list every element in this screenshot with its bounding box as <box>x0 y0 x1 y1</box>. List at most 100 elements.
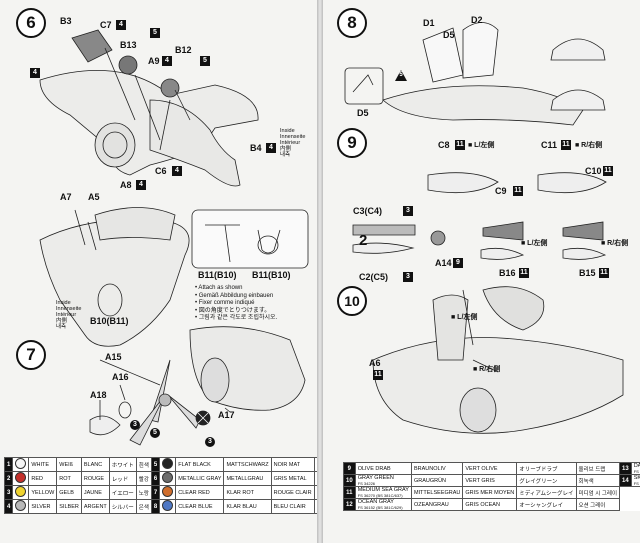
part-label-b11-b10-a: B11(B10) <box>198 270 237 280</box>
part-label-a6: A6 <box>369 358 381 368</box>
paint-en-name: SKY <box>633 475 640 481</box>
paint-number: 6 <box>150 471 161 486</box>
part-label-c9: C9 <box>495 186 507 196</box>
paint-name-jp: オリーブドラブ <box>516 462 577 475</box>
part-label-c3-c4: C3(C4) <box>353 206 383 216</box>
paint-fs-code: FS 36152 (BS 381C/629) <box>357 505 403 510</box>
left-page: 6 7 B3 C7 B13 A9 B12 C6 A8 B4 A7 A5 B10(… <box>0 0 317 543</box>
part-label-d2: D2 <box>471 15 483 25</box>
part-label-b12: B12 <box>175 45 192 55</box>
paint-name-de: GELB <box>56 485 82 500</box>
paint-name-en: RED <box>28 471 58 486</box>
paint-name-kr: 올리브 드랩 <box>575 462 621 475</box>
right-side-label-a: ■ R/右側 <box>575 142 603 149</box>
part-label-b13: B13 <box>120 40 137 50</box>
paint-badge-c9: 11 <box>513 186 523 196</box>
paint-name-fr: VERT GRIS <box>462 474 518 487</box>
paint-badge-c6: 4 <box>172 166 182 176</box>
part-label-b10-b11: B10(B11) <box>90 316 129 326</box>
paint-fs-code: FS 36270 (BS 381C/637) <box>357 493 403 498</box>
paint-name-de: KLAR ROT <box>223 485 272 500</box>
paint-swatch <box>12 471 30 486</box>
part-label-b4: B4 <box>250 143 262 153</box>
paint-fs-code: FS 34504 (BS 381C/210) <box>633 481 640 486</box>
paint-name-en: YELLOW <box>28 485 58 500</box>
paint-name-jp: レッド <box>108 471 137 486</box>
paint-number: 12 <box>343 498 356 511</box>
paint-name-kr: 회녹색 <box>575 474 621 487</box>
paint-swatch <box>12 485 30 500</box>
paint-swatch-dot <box>15 500 27 511</box>
paint-badge-b13: 5 <box>150 28 160 38</box>
attach-as-shown-note: • Attach as shown• Gemäß Abbildung einba… <box>195 285 278 321</box>
paint-name-en: CLEAR RED <box>175 485 225 500</box>
paint-fs-code: FS 34226 <box>357 481 376 486</box>
part-label-b11-b10-b: B11(B10) <box>252 270 291 280</box>
part-label-a7: A7 <box>60 192 72 202</box>
paint-name-fr: GRIS METAL <box>270 471 315 486</box>
paint-number: 8 <box>150 499 161 514</box>
paint-name-de: MITTELSEEGRAU <box>410 486 464 499</box>
part-label-a17: A17 <box>218 410 235 420</box>
step-number-6: 6 <box>16 8 46 38</box>
paint-name-fr: VERT OLIVE <box>462 462 518 475</box>
paint-name-kr: 빨강 <box>135 471 152 486</box>
paint-badge-a16: 3 <box>130 420 140 430</box>
part-label-a16: A16 <box>112 372 129 382</box>
paint-swatch-dot <box>15 472 27 483</box>
paint-name-fr: NOIR MAT <box>270 457 315 472</box>
paint-badge-b4: 4 <box>266 143 276 153</box>
paint-name-en: WHITE <box>28 457 58 472</box>
paint-name-en: FLAT BLACK <box>175 457 225 472</box>
paint-badge-c3: 3 <box>403 206 413 216</box>
part-label-a8: A8 <box>120 180 132 190</box>
paint-badge-a6: 11 <box>373 370 383 380</box>
paint-swatch <box>159 485 177 500</box>
paint-name-kr: 미디엄 시 그레이 <box>575 486 621 499</box>
paint-name-jp: ホワイト <box>108 457 137 472</box>
paint-name-kr: 오션 그레이 <box>575 498 621 511</box>
paint-number: 1 <box>3 457 14 472</box>
part-label-c11: C11 <box>541 140 558 150</box>
paint-name-jp: ミディアムシーグレイ <box>516 486 577 499</box>
paint-name-kr: 노랑 <box>135 485 152 500</box>
part-label-c8: C8 <box>438 140 450 150</box>
paint-name-de: BRAUNOLIV <box>410 462 464 475</box>
paint-name-de: OZEANGRAU <box>410 498 464 511</box>
part-label-d5-b: D5 <box>357 108 369 118</box>
paint-name-de: GRAUGRÜN <box>410 474 464 487</box>
paint-badge-c11: 11 <box>561 140 571 150</box>
part-label-c2-c5: C2(C5) <box>359 272 389 282</box>
paint-swatch-dot <box>162 458 174 469</box>
paint-name-jp: イエロー <box>108 485 137 500</box>
paint-en-name: DARK GREEN <box>633 463 640 469</box>
paint-badge-c10: 11 <box>603 166 613 176</box>
paint-name-fr: ROUGE CLAIR <box>270 485 315 500</box>
left-side-label-b: ■ L/左側 <box>521 240 548 247</box>
right-side-label-c: ■ R/右側 <box>473 366 501 373</box>
paint-en-name: GRAY GREEN <box>357 475 394 481</box>
part-label-a9: A9 <box>148 56 160 66</box>
paint-name-fr: ROUGE <box>80 471 110 486</box>
left-page-artwork <box>39 29 309 446</box>
make-two-count: 2 <box>359 232 368 249</box>
paint-name-jp: シルバー <box>108 499 137 514</box>
paint-name-fr: BLEU CLAIR <box>270 499 315 514</box>
step-number-9: 9 <box>337 128 367 158</box>
paint-badge-b12: 5 <box>200 56 210 66</box>
paint-badge-b3: 4 <box>30 68 40 78</box>
paint-en-name: MEDIUM SEA GRAY <box>357 487 409 493</box>
paint-badge-b16: 11 <box>519 268 529 278</box>
part-label-d1: D1 <box>423 18 435 28</box>
page-gutter <box>317 0 323 543</box>
paint-en-name: OLIVE DRAB <box>357 465 391 472</box>
paint-fs-code: FS 34079 (BS 381C/641) <box>633 469 640 474</box>
